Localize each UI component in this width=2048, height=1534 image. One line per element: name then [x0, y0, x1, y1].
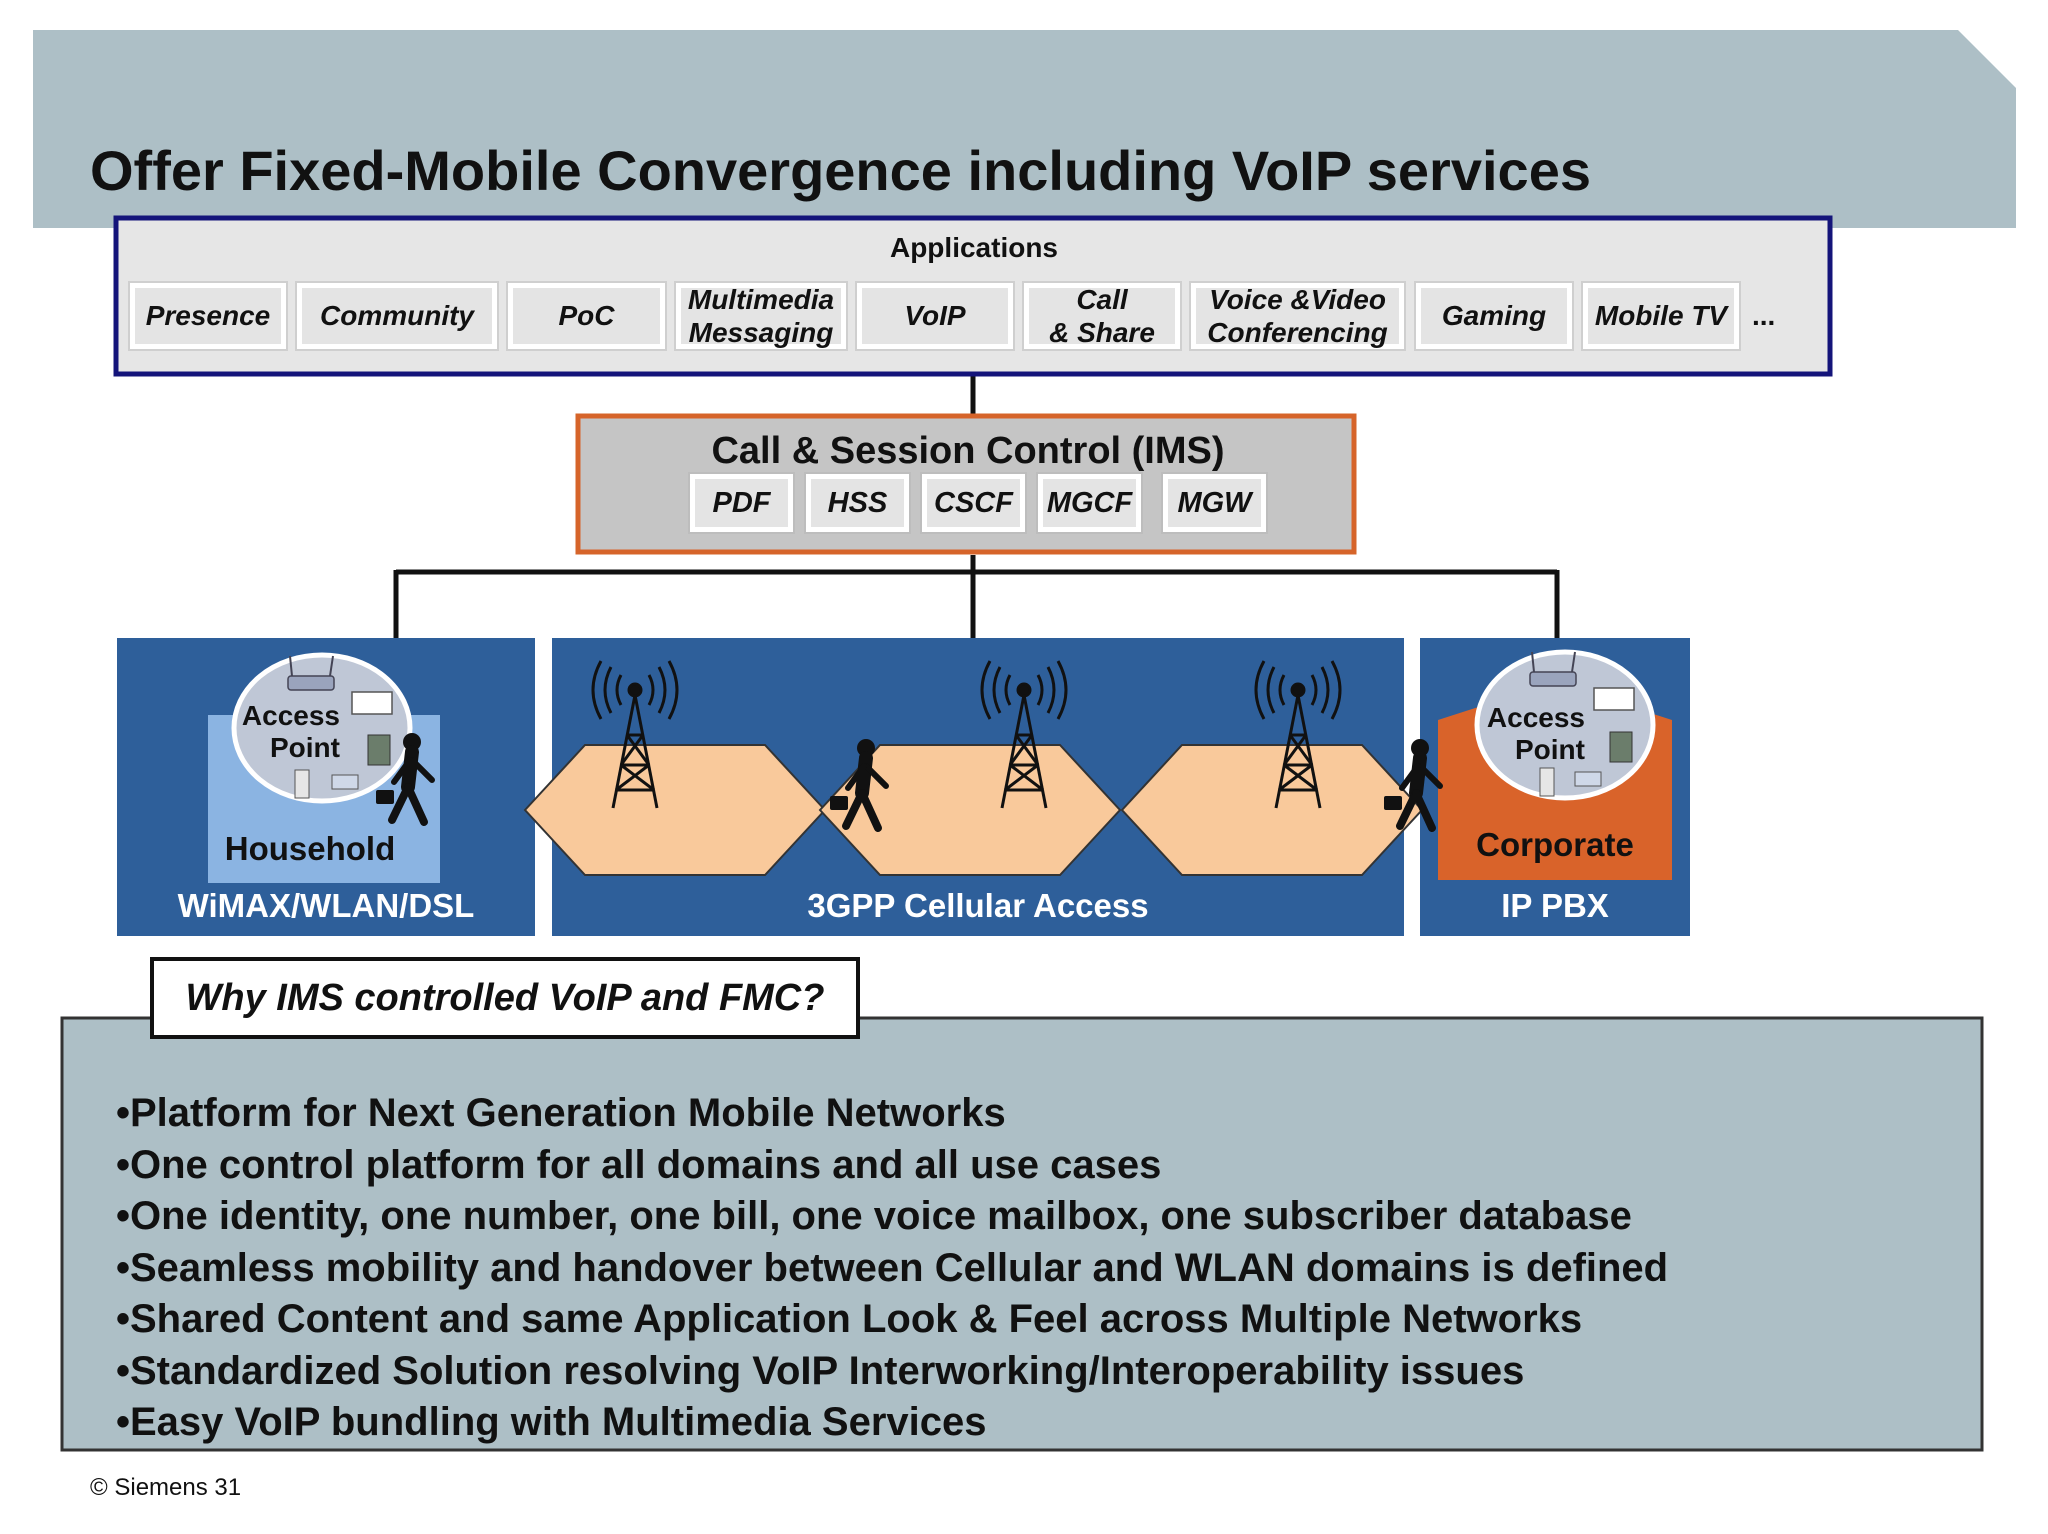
question-box: Why IMS controlled VoIP and FMC?	[150, 957, 860, 1039]
household-label: Household	[224, 830, 396, 867]
rationale-bullet-list: •Platform for Next Generation Mobile Net…	[116, 1088, 1668, 1449]
ims-component-hss: HSS	[804, 472, 911, 534]
wireless-router-icon	[287, 655, 335, 691]
laptop-icon	[351, 691, 393, 715]
ims-component-pdf: PDF	[688, 472, 795, 534]
bullet-item: •Easy VoIP bundling with Multimedia Serv…	[116, 1400, 987, 1444]
app-tile-poc: PoC	[506, 281, 667, 351]
ims-component-mgw: MGW	[1161, 472, 1268, 534]
corporate-access-point-bubble	[1474, 649, 1656, 801]
cell-hexagon-1	[523, 744, 827, 876]
card-icon	[331, 774, 359, 790]
app-tile-voip: VoIP	[855, 281, 1015, 351]
corporate-network-label: IP PBX	[1501, 887, 1609, 924]
cell-hexagon-3	[1120, 744, 1424, 876]
bullet-item: •Platform for Next Generation Mobile Net…	[116, 1091, 1006, 1135]
card-icon	[1574, 771, 1602, 787]
phone-icon	[367, 734, 391, 766]
pda-icon	[1539, 767, 1555, 797]
header-band	[33, 30, 2016, 228]
household-network-label: WiMAX/WLAN/DSL	[177, 887, 475, 924]
bullet-item: •One identity, one number, one bill, one…	[116, 1194, 1632, 1238]
bullet-item: •Seamless mobility and handover between …	[116, 1245, 1669, 1290]
app-tile-multimedia-messaging: Multimedia Messaging	[674, 281, 848, 351]
bullet-item: •Shared Content and same Application Loo…	[116, 1297, 1583, 1341]
app-tile-presence: Presence	[128, 281, 288, 351]
corporate-label: Corporate	[1476, 826, 1634, 863]
antenna-tower-icon	[591, 660, 679, 809]
applications-more-ellipsis: ...	[1752, 300, 1776, 331]
household-access-point-bubble	[231, 652, 413, 804]
app-tile-mobile-tv: Mobile TV	[1581, 281, 1741, 351]
wireless-router-icon	[1529, 651, 1577, 687]
antenna-tower-icon	[980, 660, 1068, 809]
app-tile-voice-video-conferencing: Voice &Video Conferencing	[1189, 281, 1406, 351]
ims-title: Call & Session Control (IMS)	[711, 430, 1225, 472]
pda-icon	[294, 769, 310, 799]
page-title: Offer Fixed-Mobile Convergence including…	[90, 139, 1591, 202]
household-access-point-label: Access Point	[241, 700, 340, 764]
app-tile-call-and-share: Call & Share	[1022, 281, 1182, 351]
cell-hexagon-2	[818, 744, 1122, 876]
walking-person-icon	[1384, 739, 1443, 832]
app-tile-community: Community	[295, 281, 499, 351]
walking-person-icon	[376, 733, 435, 826]
app-tile-gaming: Gaming	[1414, 281, 1574, 351]
antenna-tower-icon	[1254, 660, 1342, 809]
cellular-network-label: 3GPP Cellular Access	[807, 887, 1149, 924]
ims-component-cscf: CSCF	[920, 472, 1027, 534]
corporate-access-point-label: Access Point	[1486, 702, 1585, 766]
bullet-item: •Standardized Solution resolving VoIP In…	[116, 1348, 1525, 1393]
copyright-footer: © Siemens 31	[90, 1474, 242, 1501]
walking-person-icon	[830, 739, 889, 832]
bullet-item: •One control platform for all domains an…	[116, 1142, 1162, 1187]
phone-icon	[1609, 731, 1633, 763]
rationale-panel	[60, 1016, 1984, 1452]
ims-component-mgcf: MGCF	[1036, 472, 1143, 534]
applications-label: Applications	[889, 232, 1058, 263]
laptop-icon	[1593, 687, 1635, 711]
